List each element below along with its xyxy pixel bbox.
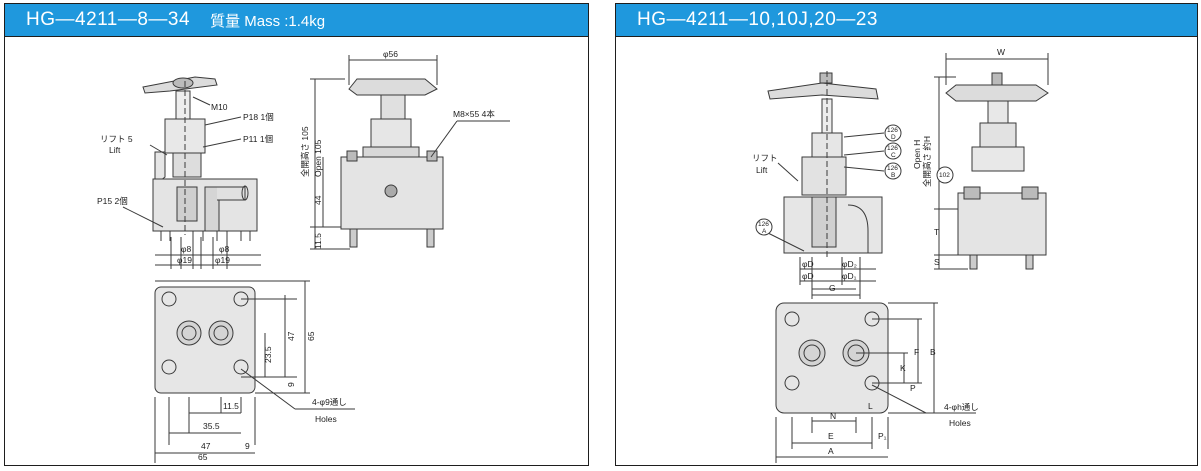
balloon-126-d: 126 (887, 127, 898, 134)
label-phi56: φ56 (383, 49, 398, 59)
label-dim-65-v: 65 (306, 331, 316, 341)
label-phi19-b: φ19 (215, 255, 230, 265)
label-p18: P18 1個 (243, 112, 274, 122)
label-k: K (900, 363, 906, 373)
label-open-jp: 全開高さ 105 (300, 126, 310, 177)
label-m10: M10 (211, 102, 228, 112)
label-dim-47-v: 47 (286, 331, 296, 341)
label-p15: P15 2個 (97, 196, 128, 206)
balloon-102: 102 (939, 172, 950, 179)
label-dim-9-h: 9 (245, 441, 250, 451)
label-phid1: φD₁ (842, 271, 857, 281)
label-phi8-b: φ8 (219, 244, 230, 254)
label-open-jp-r: 全開高さ 約H (922, 136, 932, 187)
label-open-en-r: Open H (912, 140, 922, 169)
balloon-126-a-sub: A (762, 228, 767, 235)
label-p1: P₁ (878, 431, 887, 441)
label-dim-9-v: 9 (286, 382, 296, 387)
label-lift-en-r: Lift (756, 165, 768, 175)
label-dim-23-5: 23.5 (263, 346, 273, 363)
label-dim-47-h: 47 (201, 441, 211, 451)
label-phid-b: φD (802, 271, 814, 281)
label-phi19-a: φ19 (177, 255, 192, 265)
label-a: A (828, 446, 834, 456)
balloon-126-b-sub: B (891, 172, 895, 179)
balloon-126-d-sub: D (891, 134, 896, 141)
label-dim-35-5: 35.5 (203, 421, 220, 431)
right-mounting-plan (775, 302, 889, 414)
label-f: F (914, 347, 919, 357)
left-valve-front-view (340, 78, 444, 248)
right-drawing-panel: HG—4211—10,10J,20—23 (615, 3, 1198, 466)
left-title-bar: HG—4211—8—34 質量 Mass :1.4kg (5, 4, 588, 37)
left-drawing-panel: HG—4211—8—34 質量 Mass :1.4kg (4, 3, 589, 466)
left-mass-label: 質量 Mass :1.4kg (210, 12, 326, 30)
label-open-en: Open 105 (313, 139, 323, 177)
label-p11: P11 1個 (243, 134, 273, 144)
label-phid2: φD₂ (842, 259, 857, 269)
left-valve-side-view (142, 76, 258, 241)
right-title-bar: HG—4211—10,10J,20—23 (616, 4, 1197, 37)
label-holes-en-r: Holes (949, 418, 971, 428)
left-mounting-plan (154, 286, 256, 394)
label-e: E (828, 431, 834, 441)
right-valve-side-view (767, 71, 883, 259)
balloon-126-c: 126 (887, 145, 898, 152)
label-lift-jp: リフト 5 (100, 134, 133, 144)
left-drawing: M10 P18 1個 P11 1個 リフト 5 Lift P15 2個 φ8 φ… (97, 49, 510, 463)
label-m8: M8×55 4本 (453, 109, 495, 119)
label-dim-11-5-b: 11.5 (223, 401, 239, 411)
label-holes-en: Holes (315, 414, 337, 424)
label-s: S (934, 257, 940, 267)
label-phid: φD (802, 259, 814, 269)
left-model-title: HG—4211—8—34 (26, 9, 191, 30)
label-b: B (930, 347, 936, 357)
label-t: T (934, 227, 939, 237)
right-valve-front-view (945, 72, 1049, 270)
right-drawing: W リフト Lift 126 D 126 C 126 B 102 126 A 全… (752, 47, 1049, 463)
right-model-title: HG—4211—10,10J,20—23 (637, 9, 878, 30)
balloon-126-a: 126 (758, 221, 769, 228)
balloon-126-c-sub: C (891, 152, 896, 159)
label-holes-jp: 4-φ9通し (312, 397, 347, 407)
label-lift-en: Lift (109, 145, 121, 155)
label-phi8-a: φ8 (181, 244, 192, 254)
label-lift-jp-r: リフト (752, 153, 778, 163)
label-n: N (830, 411, 836, 421)
label-holes-jp-r: 4-φh通し (944, 402, 979, 412)
label-dim-44: 44 (313, 195, 323, 205)
label-dim-11-5: 11.5 (313, 233, 323, 249)
balloon-126-b: 126 (887, 165, 898, 172)
label-p: P (910, 383, 916, 393)
label-l: L (868, 401, 873, 411)
label-w: W (997, 47, 1005, 57)
label-g: G (829, 283, 836, 293)
label-dim-65-h: 65 (198, 452, 208, 462)
